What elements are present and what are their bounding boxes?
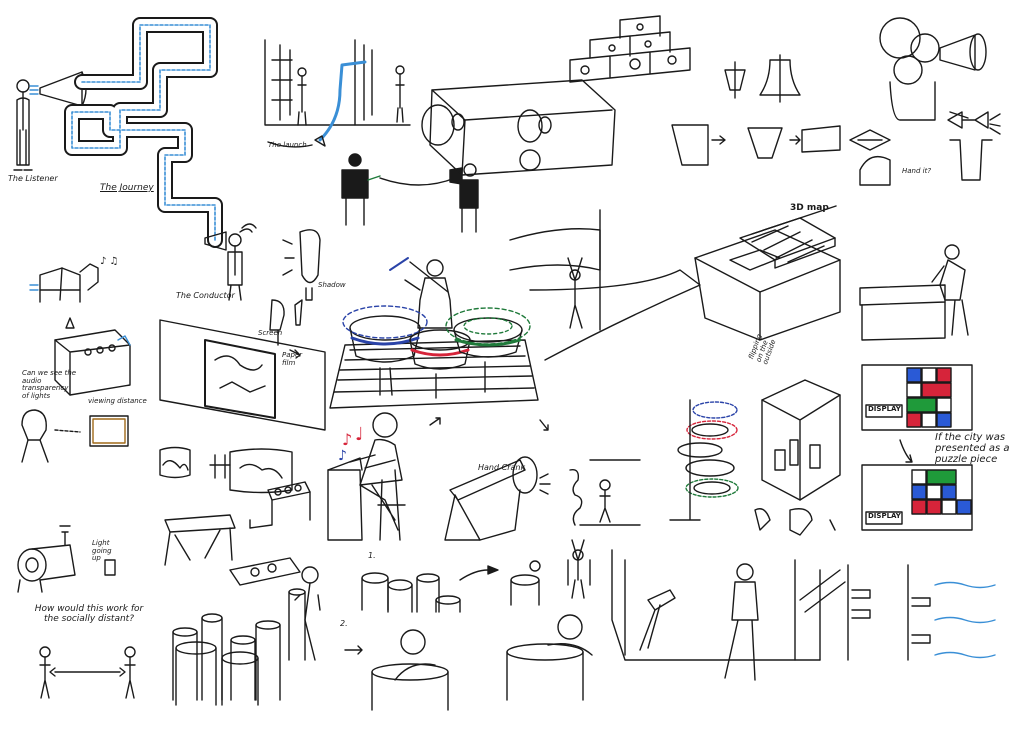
speaker-unit-with-notes: ♪ ♫ [29, 256, 119, 303]
label-hand-crank: Hand Crank [478, 463, 526, 472]
hand-crank-device [444, 456, 551, 541]
viewing-head [21, 409, 129, 463]
shadow-puppet [269, 229, 321, 346]
label-3d-map: 3D map [790, 203, 829, 213]
svg-text:♪: ♪ [338, 448, 347, 464]
light-cannon [17, 525, 116, 593]
screen-scroll [159, 319, 326, 431]
label-display-2: DISPLAY [868, 512, 901, 520]
drum-green [445, 307, 531, 393]
wall-walker-scene [611, 549, 996, 681]
puzzle-arrow [899, 439, 913, 463]
social-distance-people [39, 646, 136, 699]
cylinder-organ [172, 566, 321, 706]
horn-head-figure [849, 17, 1001, 186]
label-the-conductor: The Conductor [176, 291, 235, 300]
puzzle-display-1 [861, 364, 973, 431]
svg-text:♪: ♪ [342, 430, 352, 449]
label-display-1: DISPLAY [868, 405, 901, 413]
label-light-note: Light going up [92, 539, 112, 563]
3d-map-box [694, 229, 841, 341]
curved-panels [754, 508, 836, 536]
label-the-journey: The Journey [100, 183, 154, 193]
disc-stack-tree [669, 399, 739, 521]
label-hand-it: Hand it? [902, 167, 932, 175]
label-audio-transparency: Can we see the audio transparency of lig… [22, 369, 77, 401]
label-step-2: 2. [340, 619, 348, 628]
arrow-icon [539, 419, 549, 431]
two-people-telephone [341, 153, 479, 233]
label-social-distance: How would this work for the socially dis… [34, 604, 144, 624]
puzzle-display-2 [861, 464, 973, 531]
person-at-table [859, 244, 969, 341]
projector-box [54, 317, 131, 396]
arrow-icon [289, 349, 301, 359]
svg-text:♪ ♫: ♪ ♫ [100, 256, 119, 267]
wall-pipe-scene [264, 39, 411, 148]
listener-figure [13, 79, 33, 171]
label-shadow: Shadow [318, 281, 346, 289]
road-pull-bar [509, 209, 701, 361]
drum-scene [329, 257, 539, 409]
label-screen: Screen [258, 329, 283, 337]
card-room-box [761, 379, 841, 501]
label-paper-film: Paper film [282, 351, 303, 367]
journey-pipe [64, 17, 227, 251]
box-with-ports [421, 79, 616, 176]
3d-map-grid [739, 205, 837, 269]
label-step-1: 1. [368, 551, 376, 560]
stacked-speaker-boxes [569, 15, 691, 83]
arrow-icon [429, 417, 441, 426]
label-the-launch: The launch [268, 141, 307, 149]
three-hole-speaker [229, 481, 311, 586]
cylinder-steps [361, 560, 541, 613]
svg-text:♩: ♩ [355, 424, 364, 445]
label-puzzle-question: If the city was presented as a puzzle pi… [935, 432, 1010, 465]
funnel-shapes [671, 54, 841, 166]
drum-hug-scene [344, 539, 593, 711]
pianist-scene: ♪ ♩ ♪ [327, 412, 406, 541]
frame-stands [159, 446, 293, 566]
label-the-listener: The Listener [8, 174, 58, 183]
conductor-figure [227, 223, 257, 301]
label-viewing-distance: viewing distance [88, 397, 147, 405]
spiral-and-person [569, 459, 641, 526]
